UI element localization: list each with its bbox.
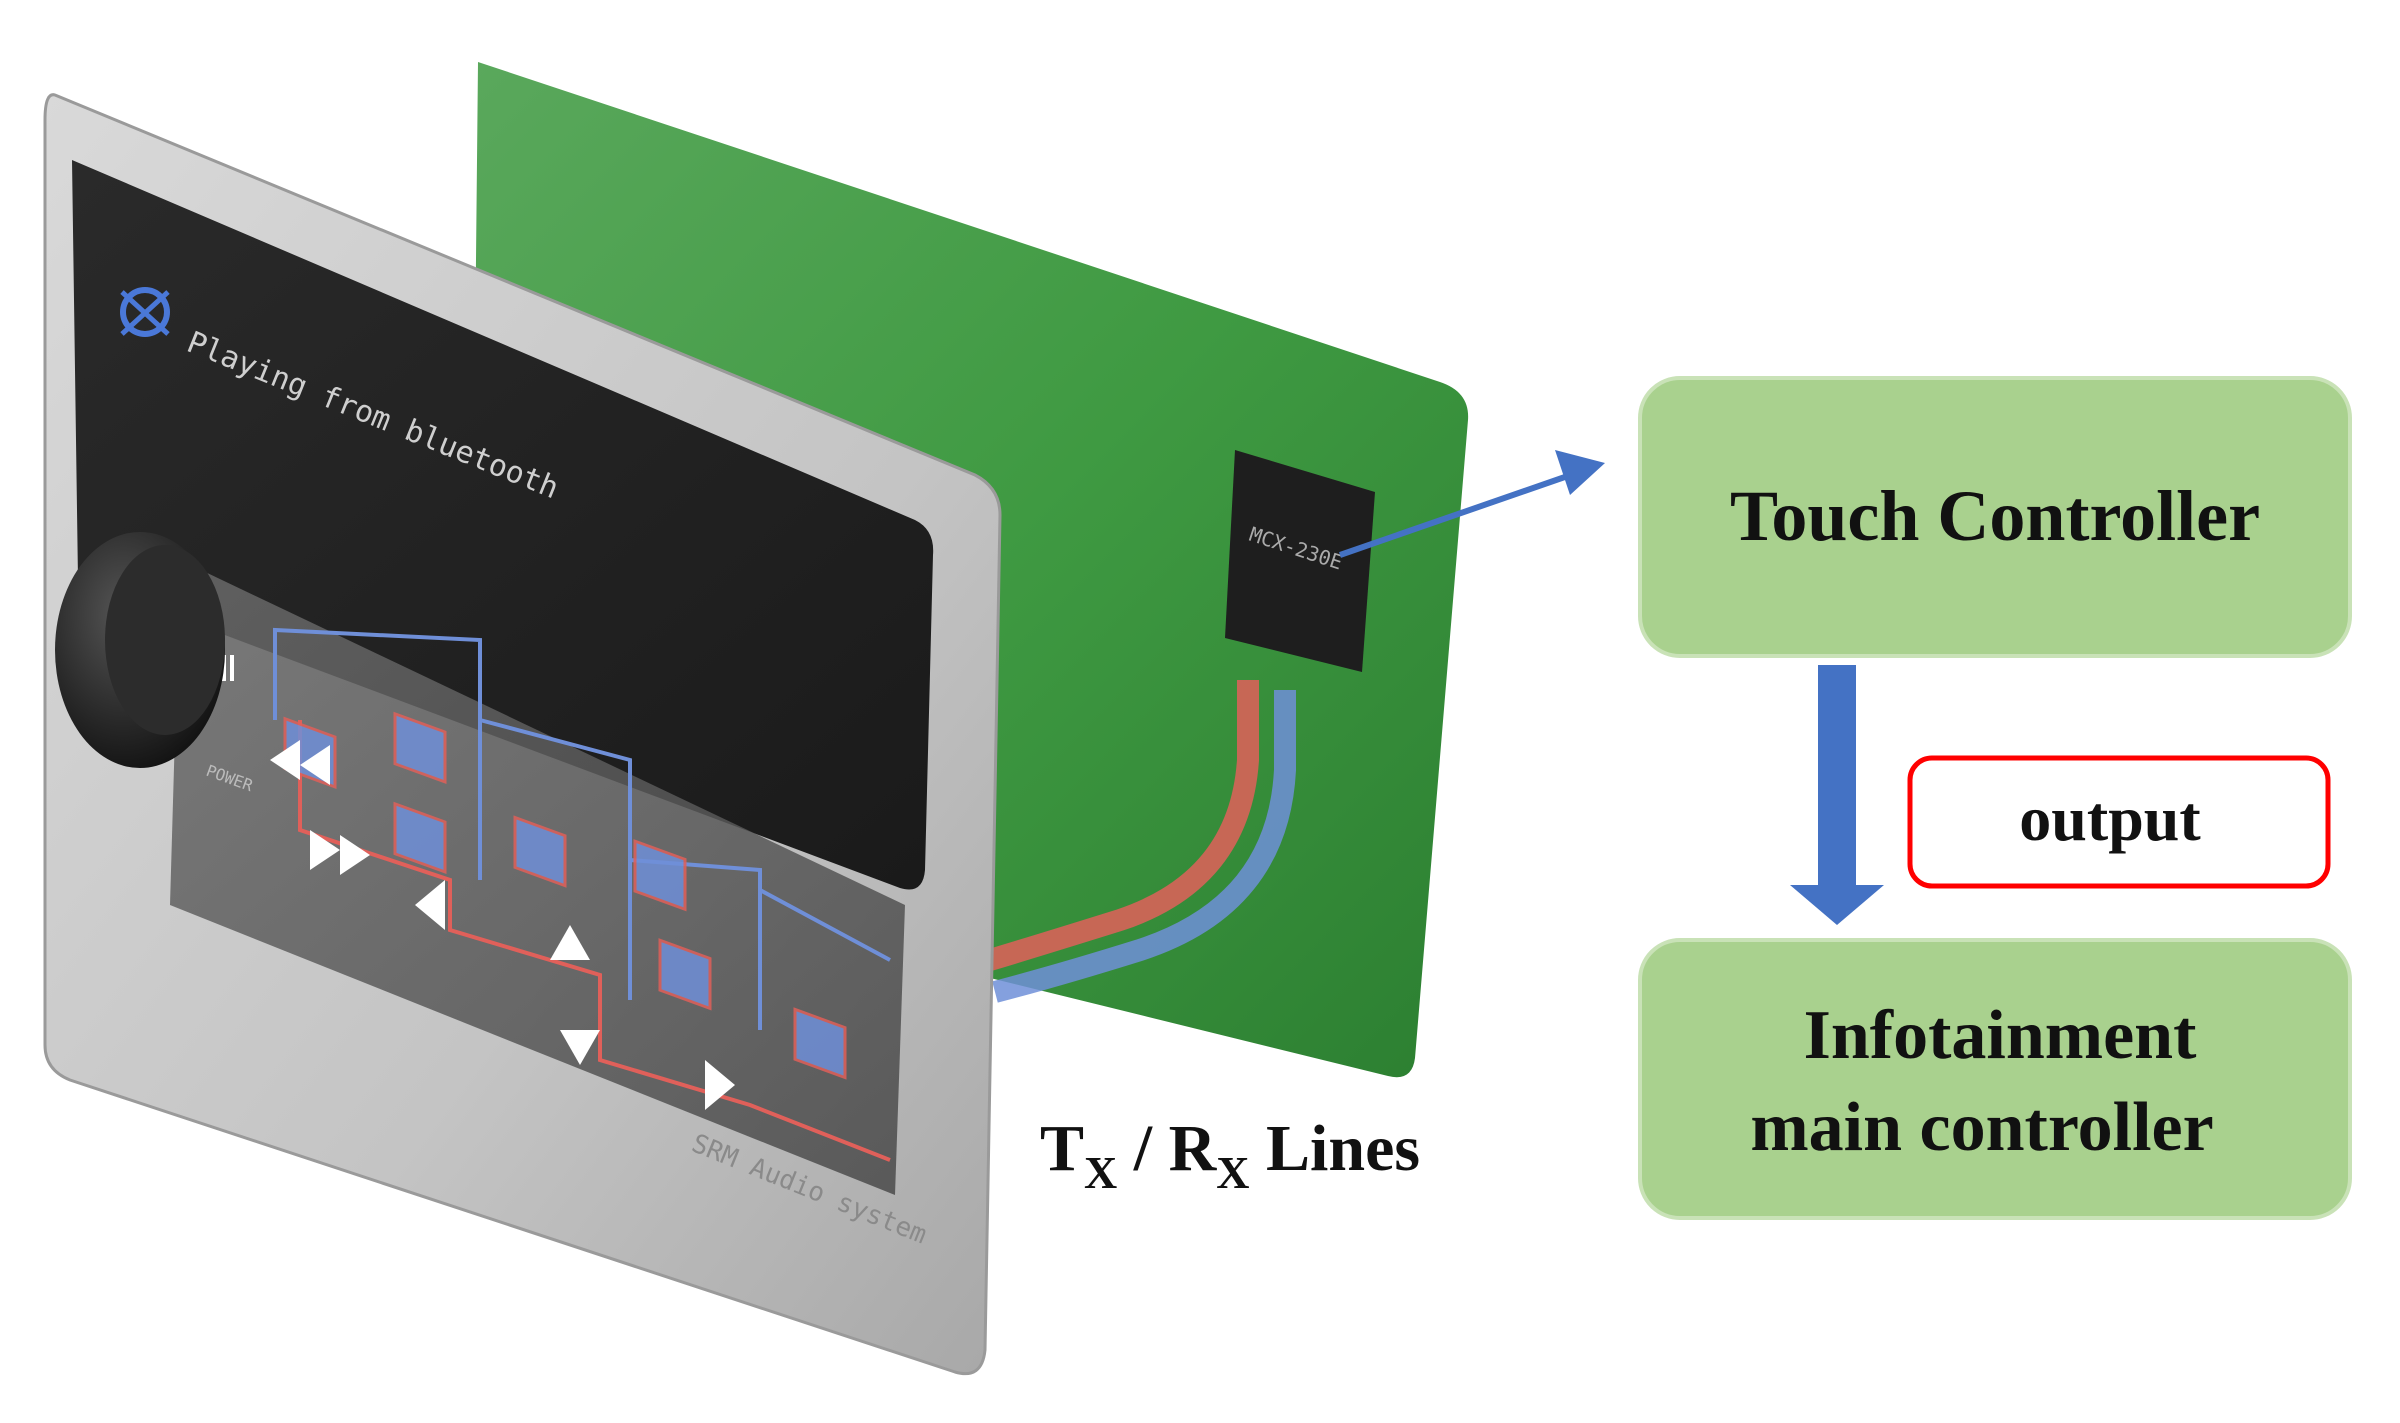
tx-rx-ribbon xyxy=(986,680,1296,1003)
output-label: output xyxy=(2019,783,2201,854)
sensor-grid xyxy=(273,627,891,1162)
infotainment-line1: Infotainment xyxy=(1804,997,2197,1074)
volume-knob xyxy=(55,532,225,768)
touch-controller-box: Touch Controller xyxy=(1638,376,2352,658)
panel-frame: Playing from bluetooth xyxy=(43,93,1002,1376)
chip-to-controller-arrowhead xyxy=(1555,450,1605,495)
tx-rx-label: TX / RX Lines xyxy=(1040,1112,1420,1198)
output-arrow xyxy=(1790,665,1884,925)
left-arrow-icon xyxy=(415,880,445,930)
fast-forward-icon xyxy=(310,830,370,875)
infotainment-line2: main controller xyxy=(1750,1089,2213,1166)
infotainment-box: Infotainment main controller xyxy=(1638,938,2352,1220)
touch-controller-label: Touch Controller xyxy=(1730,476,2260,556)
rewind-icon xyxy=(270,740,330,785)
sensor-pads xyxy=(283,711,847,1080)
touch-chip: MCX-230E xyxy=(1225,450,1375,672)
output-tag: output xyxy=(1907,755,2331,889)
bluetooth-icon xyxy=(120,287,170,337)
down-arrow-icon xyxy=(560,1030,600,1065)
right-arrow-icon xyxy=(705,1060,735,1110)
chip-to-controller-arrow xyxy=(1339,467,1586,558)
up-arrow-icon xyxy=(550,925,590,960)
